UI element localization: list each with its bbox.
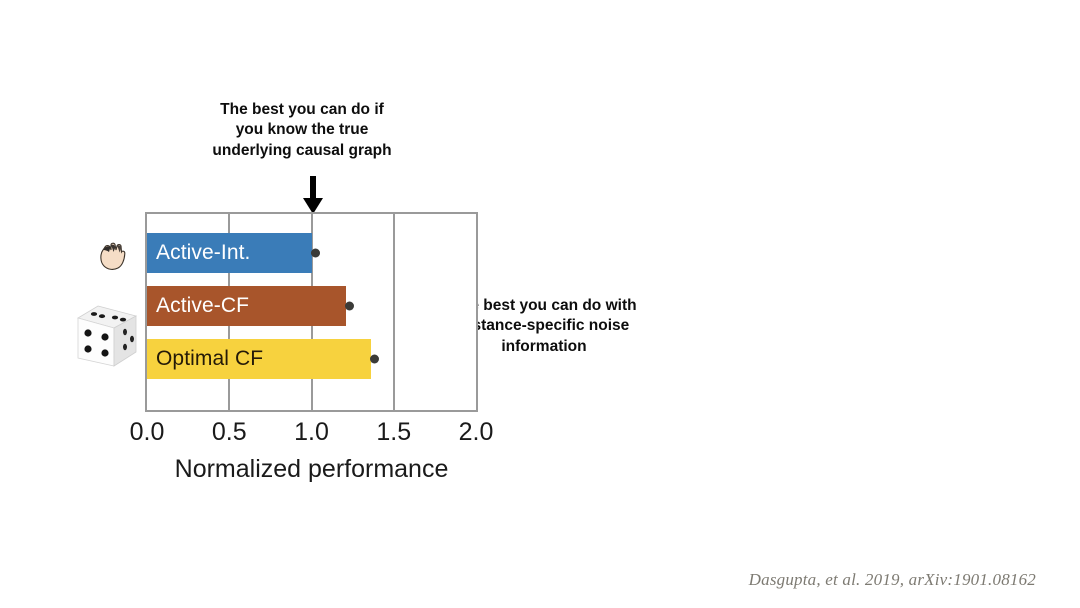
hand-icon	[92, 236, 132, 276]
plot-area: Active-Int. Active-CF Optimal CF	[147, 214, 476, 410]
bar-active-int: Active-Int.	[147, 233, 312, 273]
annotation-causal-graph: The best you can do if you know the true…	[212, 101, 392, 159]
bar-label: Active-Int.	[156, 241, 251, 264]
x-axis-label: Normalized performance	[174, 455, 449, 483]
x-axis-ticks: 0.0 0.5 1.0 1.5 2.0	[130, 418, 494, 450]
endpoint-dot	[369, 354, 379, 364]
bar-optimal-cf: Optimal CF	[147, 339, 371, 379]
down-arrow-icon	[296, 176, 330, 216]
x-tick-label: 0.5	[211, 418, 247, 446]
x-tick-label: 0.0	[129, 418, 165, 446]
endpoint-dot	[345, 301, 355, 311]
gridline	[392, 214, 395, 410]
bar-label: Optimal CF	[156, 347, 264, 370]
dice-icon	[68, 300, 144, 376]
annotation-noise-information: The best you can do with instance-specif…	[451, 297, 637, 355]
x-tick-label: 2.0	[458, 418, 494, 446]
endpoint-dot	[310, 248, 320, 258]
x-tick-label: 1.5	[376, 418, 412, 446]
x-tick-label: 1.0	[294, 418, 329, 446]
bar-chart: Active-Int. Active-CF Optimal CF	[145, 212, 478, 412]
bar-label: Active-CF	[156, 294, 250, 317]
citation-text: Dasgupta, et al. 2019, arXiv:1901.08162	[748, 570, 1036, 589]
bar-active-cf: Active-CF	[147, 286, 347, 326]
